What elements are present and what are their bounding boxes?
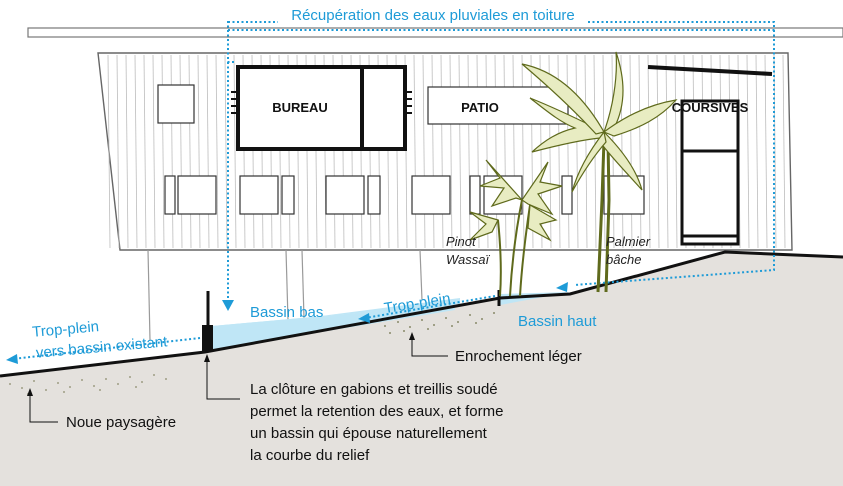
cloture-note-line-4: la courbe du relief <box>250 447 370 464</box>
flow-arrows <box>6 282 568 364</box>
ground-section <box>0 252 843 486</box>
cloture-note-line-1: La clôture en gabions et treillis soudé <box>250 381 498 398</box>
arrow-left-icon <box>6 354 18 364</box>
leader-arrow-icon <box>27 388 33 396</box>
label-enrochement: Enrochement léger <box>455 348 582 365</box>
gabion-fence-main <box>202 325 213 352</box>
label-bassin-bas: Bassin bas <box>250 304 323 321</box>
pinot-wassai-palm <box>469 159 563 297</box>
arrow-left-icon <box>358 313 370 323</box>
ground-line <box>0 250 843 378</box>
plant-label-palmier: Palmier <box>606 234 651 249</box>
enrochement-leader <box>411 334 448 357</box>
label-trop-plein-existant-1: Trop-plein <box>32 318 100 341</box>
plant-label-pinot: Pinot <box>446 234 477 249</box>
overflow-path-upper <box>364 295 496 319</box>
label-noue: Noue paysagère <box>66 414 176 431</box>
roof-collection-path <box>227 21 775 31</box>
arrow-down-icon <box>222 300 234 311</box>
label-bassin-haut: Bassin haut <box>518 313 597 330</box>
room-label-patio: PATIO <box>461 100 499 115</box>
title-backdrop <box>278 4 588 24</box>
noue-leader <box>29 390 58 423</box>
diagram-title: Récupération des eaux pluviales en toitu… <box>291 7 575 24</box>
leader-arrow-icon <box>204 354 210 362</box>
coursives-frame <box>680 99 740 246</box>
noue-texture <box>9 374 167 395</box>
plant-label-wassai: Wassaï <box>446 252 490 267</box>
downpipe-right <box>573 30 775 286</box>
arrow-left-icon <box>556 282 568 292</box>
bureau-room <box>236 65 407 151</box>
room-label-bureau: BUREAU <box>272 100 328 115</box>
coursives-roof-edge <box>647 65 773 76</box>
cloture-leader <box>206 356 240 400</box>
bureau-vent-left <box>231 91 238 114</box>
leader-arrow-icon <box>409 332 415 340</box>
cloture-note-line-2: permet la retention des eaux, et forme <box>250 403 503 420</box>
overflow-path-lower <box>11 337 201 360</box>
building-stilts <box>147 249 423 341</box>
cloture-note-line-3: un bassin qui épouse naturellement <box>250 425 488 442</box>
bureau-vent-right <box>405 91 412 114</box>
plant-label-bache: bâche <box>606 252 641 267</box>
room-label-coursives: COURSIVES <box>672 100 749 115</box>
roof-overhang <box>27 27 843 38</box>
patio-window <box>427 86 569 125</box>
enrochement-texture <box>384 312 495 334</box>
palmier-bache <box>521 51 678 293</box>
upper-window-left <box>157 84 195 124</box>
